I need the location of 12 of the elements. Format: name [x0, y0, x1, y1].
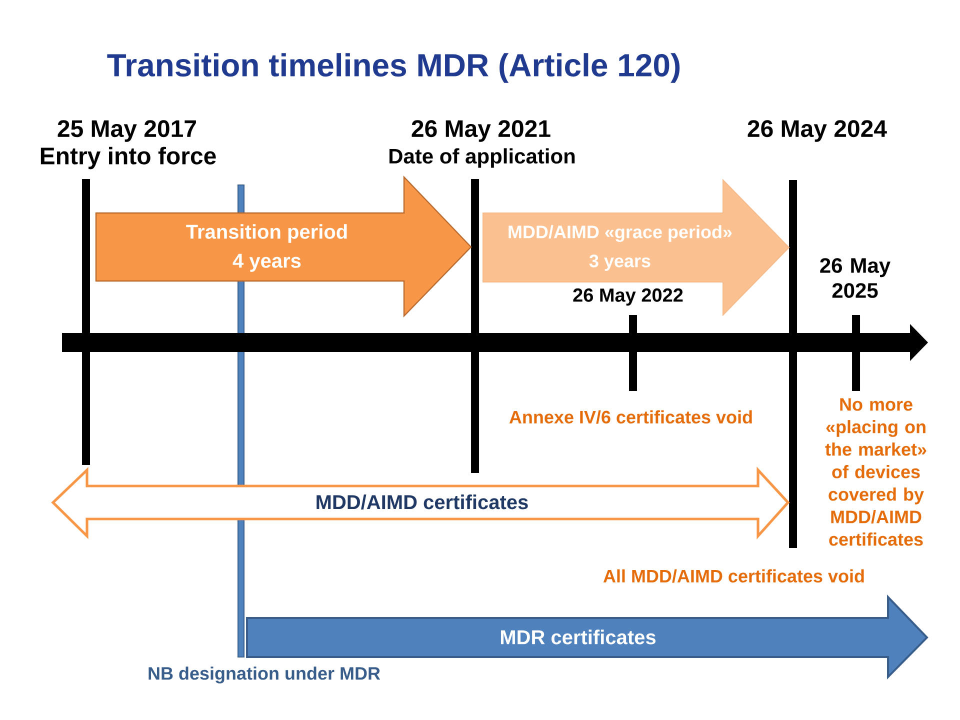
milestone-label: Date of application	[390, 148, 575, 168]
note-text: No more «placing on the market» of devices covered by MDD/AIMD certificates	[825, 398, 926, 546]
note-text: All MDD/AIMD certificates void	[603, 569, 864, 583]
note-text: NB designation under MDR	[148, 666, 380, 684]
date-label: 26 May 2024	[748, 120, 887, 142]
date-label: 26 May 2025	[820, 258, 890, 298]
note-text: Annexe IV/6 certificates void	[509, 410, 752, 424]
title: Transition timelines MDR (Article 120)	[107, 53, 680, 83]
date-label: 25 May 2017	[58, 120, 196, 142]
milestone-label: Entry into force	[40, 146, 216, 170]
date-label: 26 May 2022	[573, 288, 683, 306]
date-label: 26 May 2021	[412, 120, 550, 142]
